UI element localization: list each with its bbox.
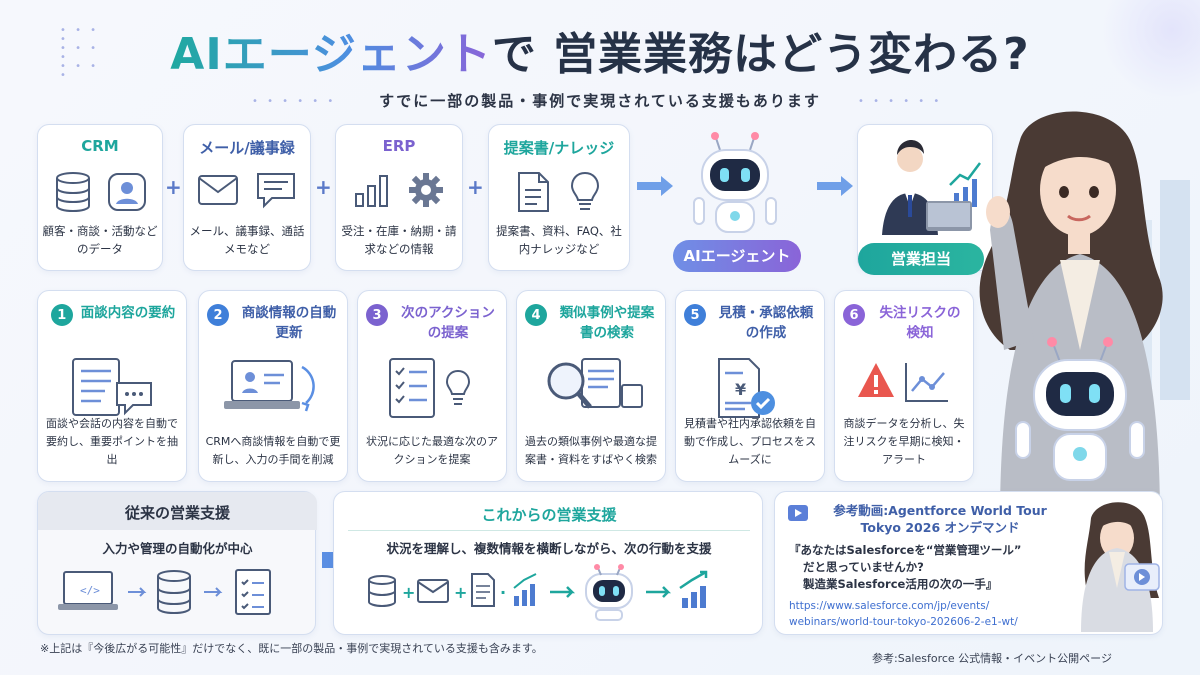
summary-document-icon: [38, 355, 186, 421]
reference-url[interactable]: https://www.salesforce.com/jp/events/ we…: [789, 600, 1018, 628]
future-title: これからの営業支援: [481, 506, 617, 524]
future-support-card: これからの営業支援 状況を理解し、複数情報を横断しながら、次の行動を支援 + +…: [333, 491, 763, 635]
gear-icon: [406, 170, 446, 210]
bar-chart-icon: [352, 170, 392, 210]
document-icon: [514, 170, 552, 214]
svg-text:</>: </>: [80, 584, 100, 597]
step-desc: 状況に応じた最適な次のアクションを提案: [366, 435, 498, 466]
mail-icon: [196, 170, 240, 210]
page-title: AIエージェントで 営業業務はどう変わる?: [170, 29, 1030, 80]
source-card-crm: CRM 顧客・商談・活動などのデータ: [37, 124, 163, 271]
step-title: 次のアクションの提案: [401, 305, 495, 341]
traditional-support-card: 従来の営業支援 入力や管理の自動化が中心 </>: [37, 491, 317, 635]
video-icon: [787, 504, 809, 522]
invoice-check-icon: ¥: [676, 355, 824, 421]
user-icon: [107, 170, 147, 214]
step-card-4: 4 類似事例や提案書の検索 過去の類似事例や最適な提案書・資料をすばやく検索: [516, 290, 666, 482]
step-number: 2: [207, 304, 229, 326]
robot-icon: [680, 128, 790, 248]
step-desc: 見積書や社内承認依頼を自動で作成し、プロセスをスムーズに: [684, 417, 816, 466]
step-title: 商談情報の自動更新: [241, 305, 337, 341]
chat-bubble-icon: [254, 170, 298, 210]
future-desc: 状況を理解し、複数情報を横断しながら、次の行動を支援: [386, 541, 712, 556]
decor-dots: • • • •• • • •• • • •: [60, 25, 100, 81]
search-icon: [517, 355, 665, 421]
checklist-lightbulb-icon: [358, 355, 506, 421]
plus-icon: +: [165, 175, 182, 199]
future-flow: + + ·: [364, 564, 744, 624]
source-card-erp: ERP 受注・在庫・納期・請求などの情報: [335, 124, 463, 271]
plus-icon: +: [467, 175, 484, 199]
reference-quote: 『あなたはSalesforceを“営業管理ツール” だと思っていませんか? 製造…: [789, 543, 1022, 591]
traditional-desc: 入力や管理の自動化が中心: [102, 541, 253, 556]
sales-label: 営業担当: [858, 243, 984, 275]
source-desc: 提案書、資料、FAQ、社内ナレッジなど: [496, 224, 622, 256]
step-title: 見積・承認依頼の作成: [718, 305, 814, 341]
step-desc: 商談データを分析し、失注リスクを早期に検知・アラート: [843, 417, 965, 466]
source-title: CRM: [81, 137, 119, 155]
svg-text:·: ·: [500, 583, 506, 602]
laptop-sync-icon: [199, 355, 347, 421]
step-card-3: 3 次のアクションの提案 状況に応じた最適な次のアクションを提案: [357, 290, 507, 482]
source-card-knowledge: 提案書/ナレッジ 提案書、資料、FAQ、社内ナレッジなど: [488, 124, 630, 271]
step-title: 面談内容の要約: [80, 305, 176, 321]
step-title: 類似事例や提案書の検索: [559, 305, 655, 341]
reference-video-card[interactable]: 参考動画:Agentforce World Tour Tokyo 2026 オン…: [774, 491, 1163, 635]
plus-icon: +: [315, 175, 332, 199]
source-desc: 顧客・商談・活動などのデータ: [42, 224, 158, 256]
svg-text:¥: ¥: [735, 380, 746, 399]
robot-assistant-icon: [1010, 330, 1150, 500]
source-desc: メール、議事録、通話メモなど: [189, 224, 305, 256]
source-desc: 受注・在庫・納期・請求などの情報: [341, 224, 457, 256]
step-number: 4: [525, 304, 547, 326]
agent-label: AIエージェント: [673, 240, 801, 272]
decor-dots: • • • • • •: [858, 96, 943, 107]
step-card-5: 5 見積・承認依頼の作成 ¥ 見積書や社内承認依頼を自動で作成し、プロセスをスム…: [675, 290, 825, 482]
step-number: 3: [366, 304, 388, 326]
step-card-1: 1 面談内容の要約 面談や会話の内容を自動で要約し、重要ポイントを抽出: [37, 290, 187, 482]
lightbulb-icon: [566, 170, 604, 214]
step-desc: 過去の類似事例や最適な提案書・資料をすばやく検索: [525, 435, 657, 466]
source-title: 提案書/ナレッジ: [503, 139, 615, 157]
source-card-mail: メール/議事録 メール、議事録、通話メモなど: [183, 124, 311, 271]
sales-rep-illustration: [868, 135, 984, 235]
traditional-title: 従来の営業支援: [124, 504, 230, 522]
arrow-right-icon: [635, 175, 675, 197]
traditional-flow: </>: [56, 566, 301, 622]
step-title: 失注リスクの検知: [879, 305, 961, 341]
step-card-2: 2 商談情報の自動更新 CRMへ商談情報を自動で更新し、入力の手間を削減: [198, 290, 348, 482]
svg-text:+: +: [454, 583, 467, 602]
arrow-right-icon: [815, 175, 855, 197]
source-title: メール/議事録: [199, 139, 295, 157]
database-icon: [53, 170, 93, 214]
decor-dots: • • • • • •: [252, 96, 337, 107]
reference-title: 参考動画:Agentforce World Tour Tokyo 2026 オン…: [833, 503, 1047, 535]
step-desc: CRMへ商談情報を自動で更新し、入力の手間を削減: [205, 435, 341, 466]
step-desc: 面談や会話の内容を自動で要約し、重要ポイントを抽出: [46, 417, 178, 466]
svg-text:+: +: [402, 583, 415, 602]
page-subtitle: すでに一部の製品・事例で実現されている支援もあります: [379, 92, 821, 110]
step-card-6: 6 失注リスクの検知 商談データを分析し、失注リスクを早期に検知・アラート: [834, 290, 974, 482]
warning-chart-icon: [835, 355, 973, 421]
footer-note: ※上記は『今後広がる可能性』だけでなく、既に一部の製品・事例で実現されている支援…: [40, 642, 543, 655]
source-title: ERP: [382, 137, 416, 155]
reference-presenter-illustration: [1071, 498, 1161, 632]
step-number: 5: [684, 304, 706, 326]
footer-source: 参考:Salesforce 公式情報・イベント公開ページ: [872, 652, 1112, 665]
step-number: 6: [843, 304, 865, 326]
step-number: 1: [50, 304, 73, 326]
